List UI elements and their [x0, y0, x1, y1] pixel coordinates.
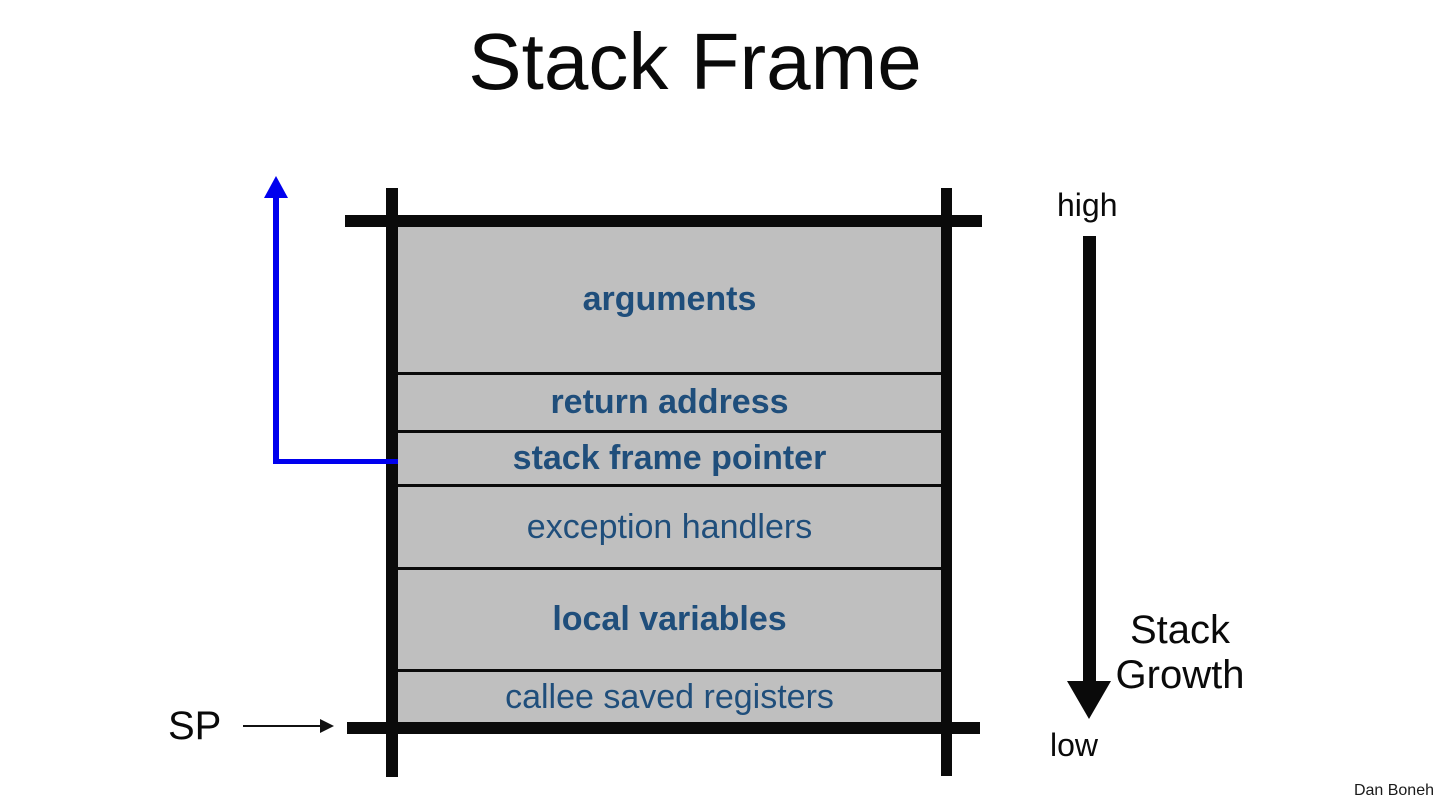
stack-growth-arrow-shaft: [1083, 236, 1096, 682]
stack-growth-label: Stack Growth: [1095, 608, 1265, 698]
stack-row-local-variables: local variables: [398, 567, 941, 669]
stack-row-stack-frame-pointer: stack frame pointer: [398, 430, 941, 484]
frame-pointer-arrow-horizontal: [273, 459, 398, 464]
up-arrow-icon: [264, 176, 288, 198]
frame-top-bar: [345, 215, 982, 227]
stack-row-callee-saved-registers: callee saved registers: [398, 669, 941, 722]
frame-left-bar: [386, 188, 398, 777]
high-address-label: high: [1057, 187, 1118, 223]
frame-pointer-arrow-vertical: [273, 197, 279, 463]
stack-growth-label-line1: Stack: [1129, 608, 1231, 652]
frame-bottom-bar: [347, 722, 980, 734]
stack-row-exception-handlers: exception handlers: [398, 484, 941, 567]
frame-right-bar: [941, 188, 952, 776]
stack-row-arguments: arguments: [582, 280, 757, 318]
right-arrow-icon: [320, 719, 334, 733]
page-title: Stack Frame: [468, 17, 922, 106]
low-address-label: low: [1050, 727, 1099, 763]
down-arrow-icon: [1067, 681, 1111, 719]
stack-frame-box: arguments return address stack frame poi…: [398, 227, 941, 722]
stack-row-return-address: return address: [398, 372, 941, 430]
stack-growth-label-line2: Growth: [1115, 653, 1245, 697]
sp-pointer-line: [243, 725, 324, 727]
sp-label: SP: [168, 704, 222, 748]
attribution: Dan Boneh: [1353, 782, 1434, 799]
